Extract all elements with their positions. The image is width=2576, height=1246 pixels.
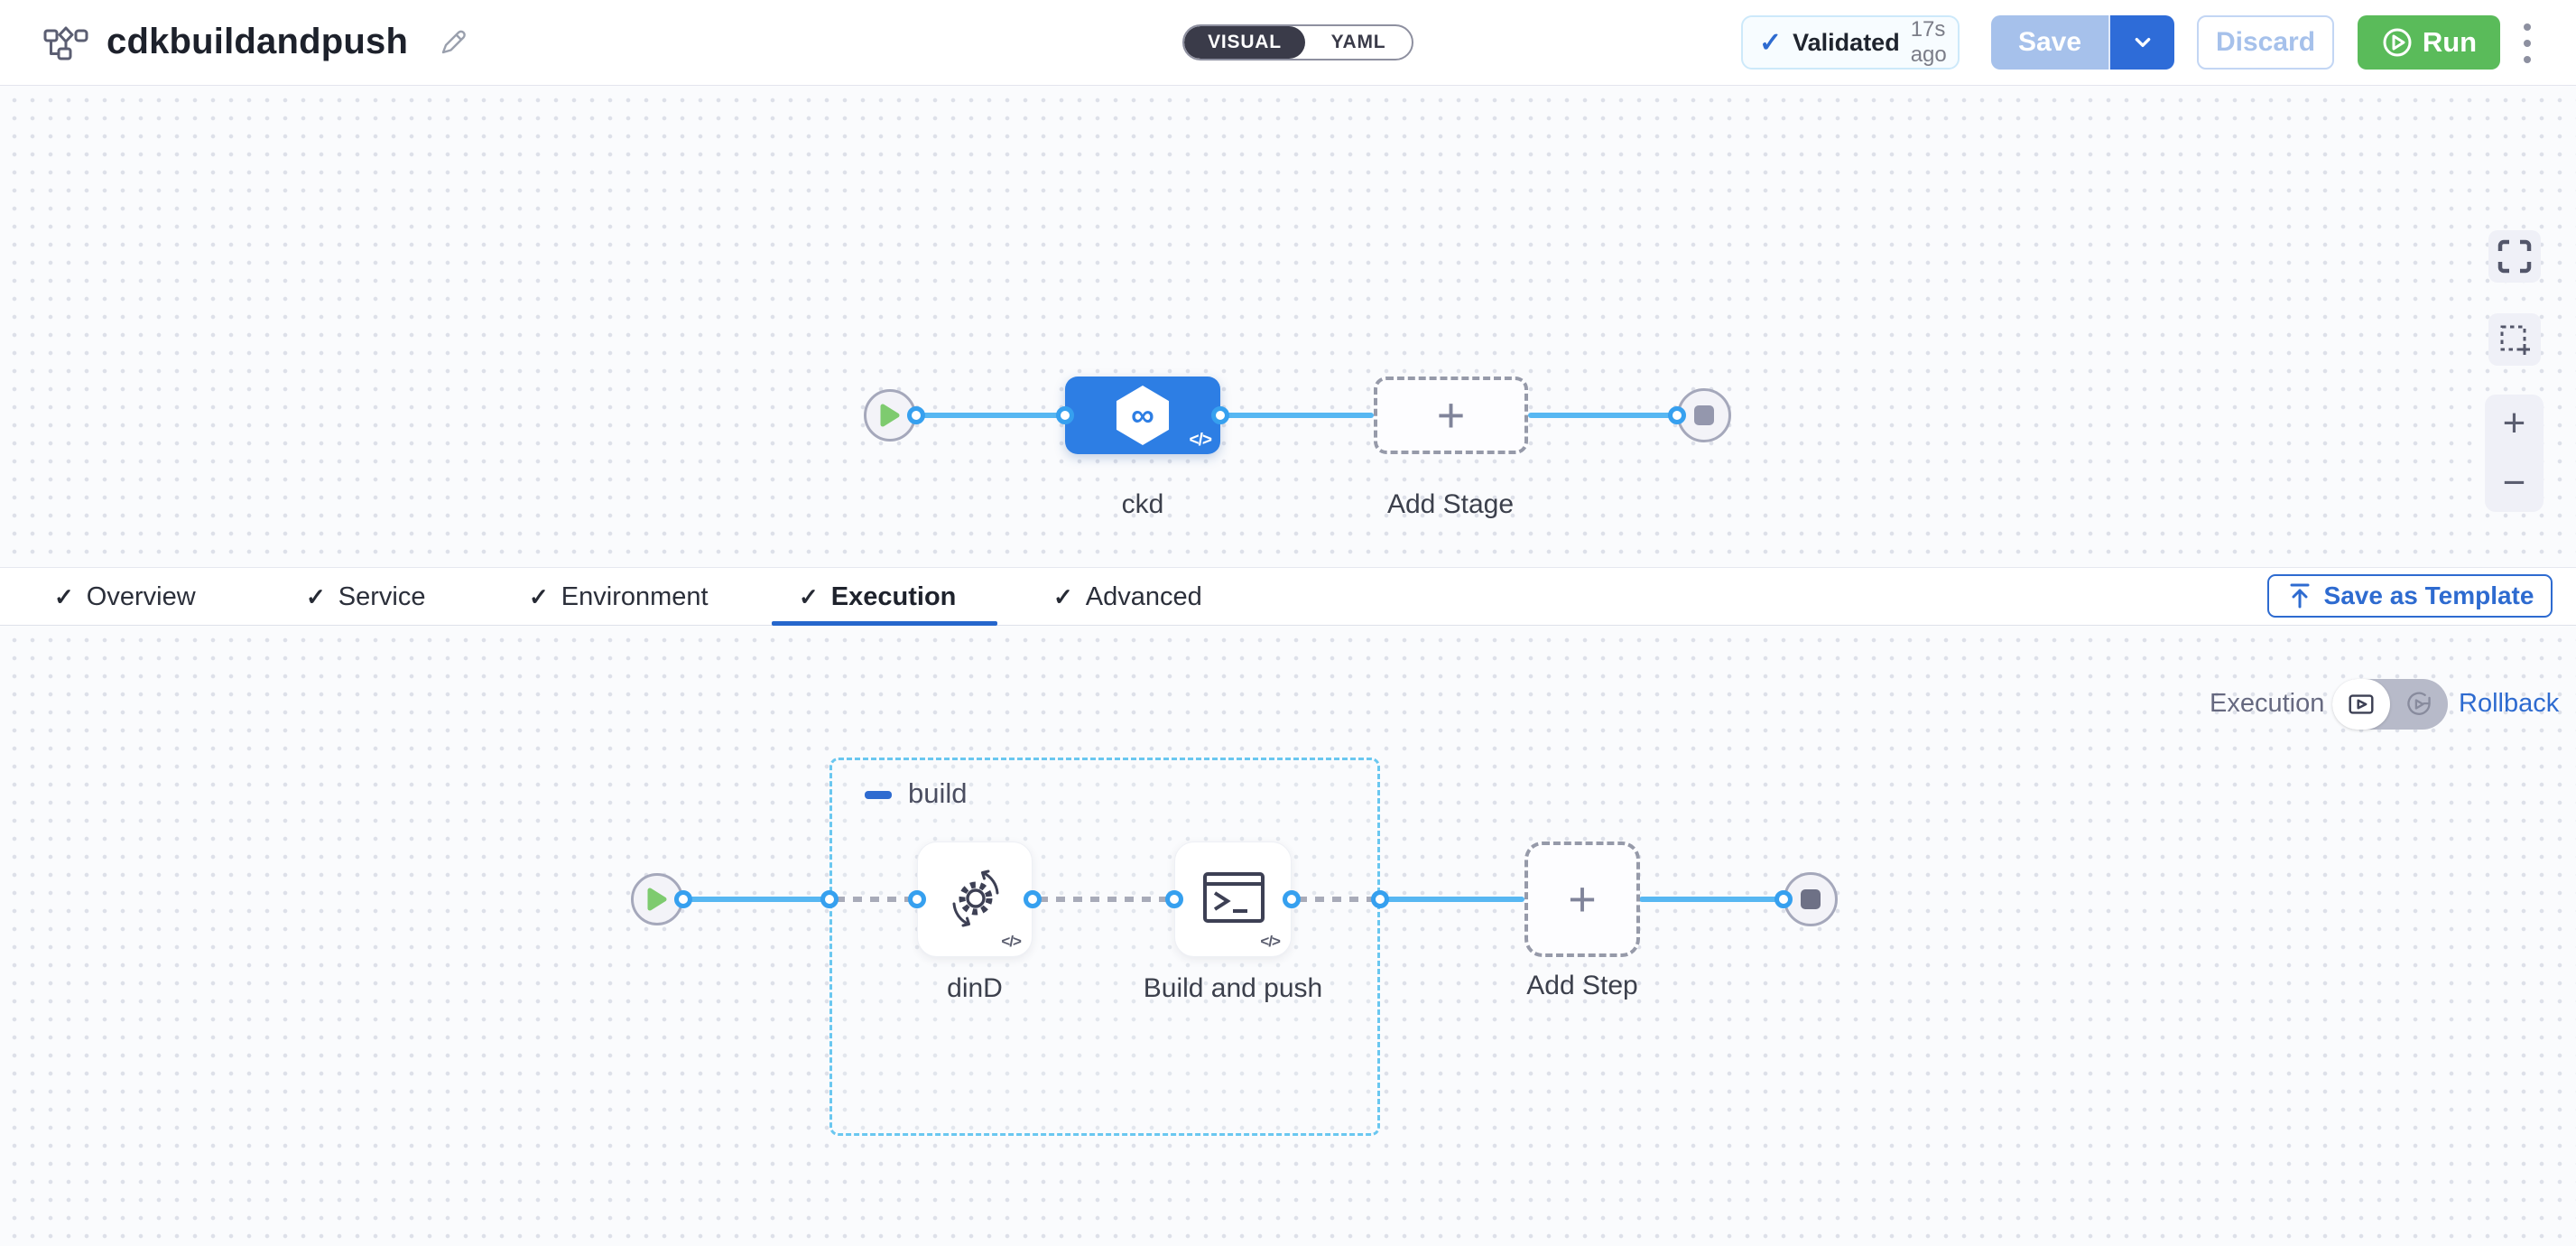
add-stage-label: Add Stage — [1386, 489, 1515, 519]
stop-end-icon — [1801, 889, 1821, 909]
tab-overview[interactable]: ✓ Overview — [54, 581, 196, 611]
validation-time: 17s ago — [1910, 17, 1947, 67]
page-title: cdkbuildandpush — [107, 22, 409, 61]
check-icon: ✓ — [54, 582, 74, 610]
stage-node-ckd[interactable]: ∞ </> — [1065, 377, 1220, 454]
stage-label: ckd — [1121, 489, 1164, 519]
sync-gear-icon — [952, 869, 999, 927]
check-icon: ✓ — [1759, 27, 1783, 58]
fullscreen-button[interactable] — [2488, 230, 2541, 283]
rollback-view-icon — [2407, 692, 2431, 715]
visual-yaml-toggle[interactable]: VISUAL YAML — [1182, 24, 1413, 60]
connector-port[interactable] — [1774, 890, 1793, 908]
execution-view-label: Execution — [2210, 689, 2325, 718]
edge-group-to-addstep — [1386, 897, 1524, 902]
connector-port[interactable] — [1283, 890, 1301, 908]
chevron-down-icon — [2135, 38, 2150, 47]
zoom-panel: + − — [2485, 395, 2544, 512]
connector-port[interactable] — [908, 890, 926, 908]
tab-advanced[interactable]: ✓ Advanced — [1053, 581, 1202, 611]
connector-port[interactable] — [1024, 890, 1042, 908]
code-view-icon[interactable]: </> — [1189, 431, 1213, 450]
add-step-label: Add Step — [1526, 971, 1638, 1000]
toggle-visual[interactable]: VISUAL — [1184, 26, 1305, 59]
marquee-select-icon — [2500, 325, 2530, 355]
edge-addstage-to-end — [1528, 413, 1671, 418]
app-header: cdkbuildandpush VISUAL YAML ✓ Validated … — [0, 0, 2576, 86]
collapse-group-icon[interactable] — [865, 791, 892, 799]
execution-canvas[interactable]: Execution Rollback build — [0, 626, 2576, 1246]
plus-icon: + — [1568, 872, 1597, 926]
upload-template-icon — [2290, 583, 2310, 609]
add-stage-button[interactable]: + — [1374, 377, 1528, 454]
active-tab-underline — [772, 621, 997, 626]
pipeline-end-node — [1677, 388, 1731, 442]
connector-port[interactable] — [1668, 406, 1686, 424]
step-label-build-and-push: Build and push — [1143, 973, 1323, 1003]
plus-icon: + — [1436, 388, 1466, 442]
step-node-build-and-push[interactable]: </> — [1174, 842, 1292, 957]
stage-tabbar: ✓ Overview ✓ Service ✓ Environment ✓ Exe… — [0, 567, 2576, 626]
connector-port[interactable] — [674, 890, 692, 908]
zoom-in-button[interactable]: + — [2502, 401, 2526, 445]
tab-environment[interactable]: ✓ Environment — [529, 581, 709, 611]
zoom-out-button[interactable]: − — [2502, 460, 2526, 505]
connector-port[interactable] — [1165, 890, 1183, 908]
rollback-view-segment[interactable] — [2390, 679, 2448, 730]
edit-pencil-icon[interactable] — [439, 28, 468, 57]
circled-play-icon — [2383, 28, 2412, 57]
pipeline-graph-icon — [43, 26, 88, 60]
kebab-menu-icon[interactable] — [2516, 23, 2538, 63]
connector-port[interactable] — [1211, 406, 1229, 424]
edge-start-to-stage — [922, 413, 1065, 418]
run-label: Run — [2422, 26, 2478, 58]
ci-hexagon-infinity-icon: ∞ — [1116, 386, 1170, 445]
code-view-icon[interactable]: </> — [1001, 933, 1022, 950]
edge-dind-to-buildpush — [1039, 897, 1168, 902]
check-icon: ✓ — [306, 582, 326, 610]
edge-group-to-dind — [836, 897, 911, 902]
connector-port[interactable] — [907, 406, 925, 424]
save-split-button: Save — [1991, 15, 2174, 70]
save-button[interactable]: Save — [1991, 15, 2108, 70]
play-start-icon — [880, 404, 900, 427]
fullscreen-icon — [2497, 239, 2532, 274]
tab-service[interactable]: ✓ Service — [306, 581, 426, 611]
stage-canvas[interactable]: ∞ </> + ckd Add Stage + − — [0, 86, 2576, 567]
execution-view-segment[interactable] — [2332, 679, 2390, 730]
save-as-template-label: Save as Template — [2323, 581, 2534, 609]
edge-buildpush-to-group — [1298, 897, 1374, 902]
run-button[interactable]: Run — [2358, 15, 2500, 70]
group-label: build — [908, 777, 968, 809]
save-as-template-button[interactable]: Save as Template — [2267, 574, 2553, 618]
check-icon: ✓ — [529, 582, 549, 610]
rollback-link[interactable]: Rollback — [2459, 689, 2560, 718]
edge-start-to-group — [690, 897, 829, 902]
discard-button[interactable]: Discard — [2197, 15, 2334, 70]
execution-view-icon — [2349, 694, 2374, 714]
step-node-dind[interactable]: </> — [917, 842, 1033, 957]
validation-label: Validated — [1793, 28, 1900, 56]
save-options-button[interactable] — [2108, 15, 2174, 70]
stop-end-icon — [1694, 405, 1714, 425]
tab-execution[interactable]: ✓ Execution — [799, 581, 957, 611]
connector-port[interactable] — [1056, 406, 1074, 424]
toggle-yaml[interactable]: YAML — [1330, 32, 1386, 52]
check-icon: ✓ — [799, 582, 819, 610]
terminal-icon — [1203, 872, 1265, 923]
connector-port[interactable] — [820, 890, 839, 908]
code-view-icon[interactable]: </> — [1260, 933, 1281, 950]
marquee-select-button[interactable] — [2488, 313, 2541, 366]
step-label-dind: dinD — [947, 973, 1003, 1003]
check-icon: ✓ — [1053, 582, 1073, 610]
step-group-build[interactable] — [829, 758, 1380, 1136]
validation-badge[interactable]: ✓ Validated 17s ago — [1741, 15, 1960, 70]
connector-port[interactable] — [1371, 890, 1389, 908]
edge-stage-to-addstage — [1220, 413, 1374, 418]
play-start-icon — [647, 888, 667, 911]
add-step-button[interactable]: + — [1524, 842, 1640, 957]
edge-addstep-to-end — [1639, 897, 1777, 902]
execution-rollback-toggle[interactable] — [2332, 679, 2448, 730]
